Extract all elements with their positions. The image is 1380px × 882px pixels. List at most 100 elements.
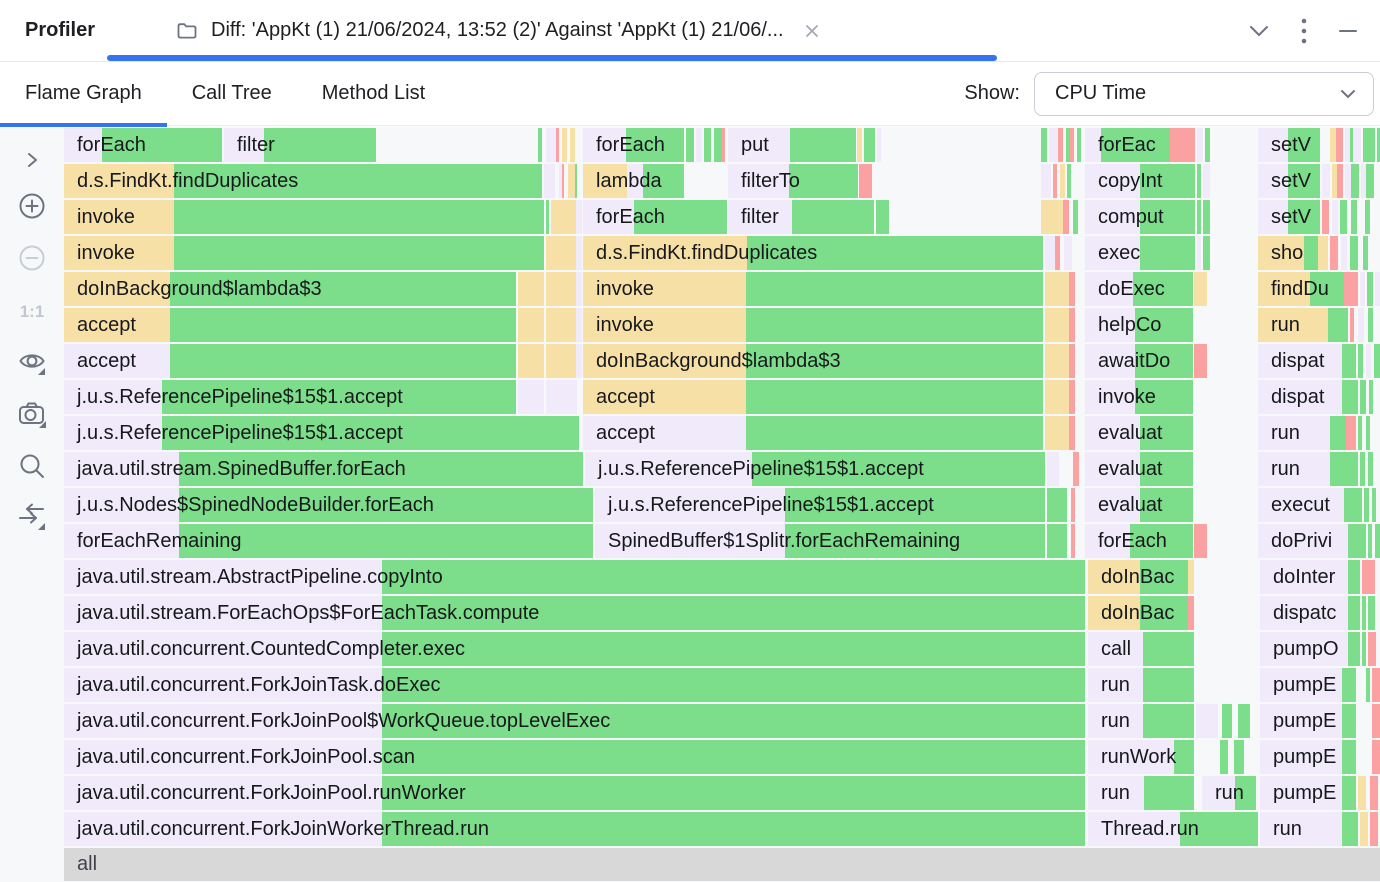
flame-frame[interactable] [1045,380,1084,414]
more-options-kebab-icon[interactable] [1300,17,1308,45]
flame-frame[interactable] [1194,344,1207,378]
flame-frame[interactable] [857,128,881,162]
flame-frame[interactable] [1194,272,1207,306]
flame-frame[interactable] [546,380,582,414]
view-options-eye-icon[interactable] [15,345,49,379]
flame-frame[interactable]: java.util.concurrent.ForkJoinTask.doExec [64,668,1085,702]
flame-frame[interactable]: sho [1258,236,1328,270]
expand-chevron-icon[interactable] [15,143,49,177]
flame-frame[interactable] [1045,416,1084,450]
tab-flame-graph[interactable]: Flame Graph [0,62,167,127]
flame-frame[interactable] [1358,776,1378,810]
flame-frame[interactable] [1350,308,1380,342]
flame-frame[interactable] [1362,560,1375,594]
flame-frame[interactable]: java.util.stream.AbstractPipeline.copyIn… [64,560,1085,594]
flame-frame[interactable]: java.util.stream.ForEachOps$ForEachTask.… [64,596,1085,630]
flame-frame[interactable]: evaluat [1085,416,1193,450]
flame-frame[interactable] [1045,272,1084,306]
flame-frame[interactable] [1220,740,1244,774]
flame-frame[interactable]: java.util.concurrent.ForkJoinPool$WorkQu… [64,704,1085,738]
flame-frame[interactable] [538,128,582,162]
flame-frame[interactable]: doExec [1085,272,1193,306]
flame-frame[interactable]: filterTo [728,164,858,198]
flame-frame[interactable]: pumpE [1260,776,1356,810]
flame-frame[interactable]: doInter [1260,560,1360,594]
flame-frame-all[interactable]: all [64,848,1380,881]
flame-frame[interactable]: run [1202,776,1256,810]
flame-frame[interactable] [1047,524,1084,558]
flame-frame[interactable]: java.util.concurrent.CountedCompleter.ex… [64,632,1085,666]
flame-frame[interactable]: evaluat [1085,452,1193,486]
flame-frame[interactable] [546,308,582,342]
session-tab[interactable]: Diff: 'AppKt (1) 21/06/2024, 13:52 (2)' … [175,19,820,43]
flame-frame[interactable]: runWork [1088,740,1194,774]
flame-frame[interactable] [1362,596,1375,630]
flame-frame[interactable]: forEach [1085,524,1193,558]
flame-frame[interactable] [686,128,726,162]
flame-frame[interactable]: invoke [583,308,1043,342]
reset-zoom-icon[interactable]: 1:1 [15,295,49,329]
flame-frame[interactable]: pumpE [1260,740,1356,774]
flame-frame[interactable] [546,272,582,306]
flame-frame[interactable] [1322,128,1380,162]
flame-frame[interactable]: put [728,128,856,162]
flame-frame[interactable] [876,200,889,234]
minimize-icon[interactable] [1338,28,1358,34]
flame-frame[interactable]: lambda [583,164,684,198]
close-icon[interactable] [804,23,820,39]
flame-frame[interactable]: exec [1085,236,1195,270]
flame-frame[interactable] [546,200,582,234]
flame-frame[interactable]: setV [1258,164,1320,198]
flame-frame[interactable]: run [1088,776,1194,810]
flame-frame[interactable] [1364,488,1380,522]
flame-frame[interactable]: java.util.stream.SpinedBuffer.forEach [64,452,583,486]
flame-frame[interactable]: accept [64,344,516,378]
flame-frame[interactable]: accept [64,308,516,342]
zoom-in-icon[interactable] [15,189,49,223]
flame-frame[interactable]: j.u.s.ReferencePipeline$15$1.accept [64,380,516,414]
flame-frame[interactable] [1364,668,1380,702]
flame-frame[interactable]: doInBac [1088,596,1194,630]
flame-frame[interactable] [546,236,582,270]
flame-frame[interactable] [1196,704,1256,738]
flame-frame[interactable] [1360,272,1380,306]
flame-frame[interactable] [1045,308,1084,342]
flame-frame[interactable] [1197,236,1210,270]
search-icon[interactable] [15,449,49,483]
flame-frame[interactable] [1045,236,1084,270]
flame-frame[interactable]: j.u.s.ReferencePipeline$15$1.accept [585,452,1045,486]
flame-frame[interactable]: copyInt [1085,164,1195,198]
flame-frame[interactable] [518,380,544,414]
flame-frame[interactable] [1372,740,1380,774]
flame-frame[interactable]: java.util.concurrent.ForkJoinPool.scan [64,740,1085,774]
hide-chevron-down-icon[interactable] [1248,24,1270,38]
flame-frame[interactable]: invoke [64,236,544,270]
flame-frame[interactable]: forEach [64,128,222,162]
flame-frame[interactable] [518,308,544,342]
flame-frame[interactable]: doInBackground$lambda$3 [64,272,516,306]
flame-frame[interactable]: pumpE [1260,668,1356,702]
flame-frame[interactable]: doInBac [1088,560,1194,594]
flame-frame[interactable]: j.u.s.ReferencePipeline$15$1.accept [64,416,579,450]
flame-frame[interactable]: java.util.concurrent.ForkJoinWorkerThrea… [64,812,1085,846]
flame-frame[interactable]: j.u.s.ReferencePipeline$15$1.accept [595,488,1045,522]
flame-frame[interactable] [1197,200,1210,234]
flame-frame[interactable]: dispat [1258,344,1356,378]
show-dropdown[interactable]: CPU Time [1034,71,1374,116]
flame-frame[interactable]: forEachRemaining [64,524,593,558]
flame-frame[interactable] [1362,632,1380,666]
flame-frame[interactable]: dispat [1258,380,1358,414]
flame-frame[interactable]: pumpE [1260,704,1356,738]
flame-frame[interactable]: invoke [64,200,544,234]
tab-call-tree[interactable]: Call Tree [191,82,272,104]
flame-frame[interactable] [859,164,872,198]
flame-frame[interactable] [1194,524,1207,558]
flame-frame[interactable] [518,344,544,378]
flame-frame[interactable] [546,344,582,378]
flame-frame[interactable]: run [1088,704,1194,738]
flame-frame[interactable]: run [1258,308,1348,342]
flame-frame[interactable]: j.u.s.Nodes$SpinedNodeBuilder.forEach [64,488,593,522]
flame-frame[interactable]: invoke [1085,380,1193,414]
flame-frame[interactable]: run [1260,812,1358,846]
flame-frame[interactable]: d.s.FindKt.findDuplicates [583,236,1043,270]
